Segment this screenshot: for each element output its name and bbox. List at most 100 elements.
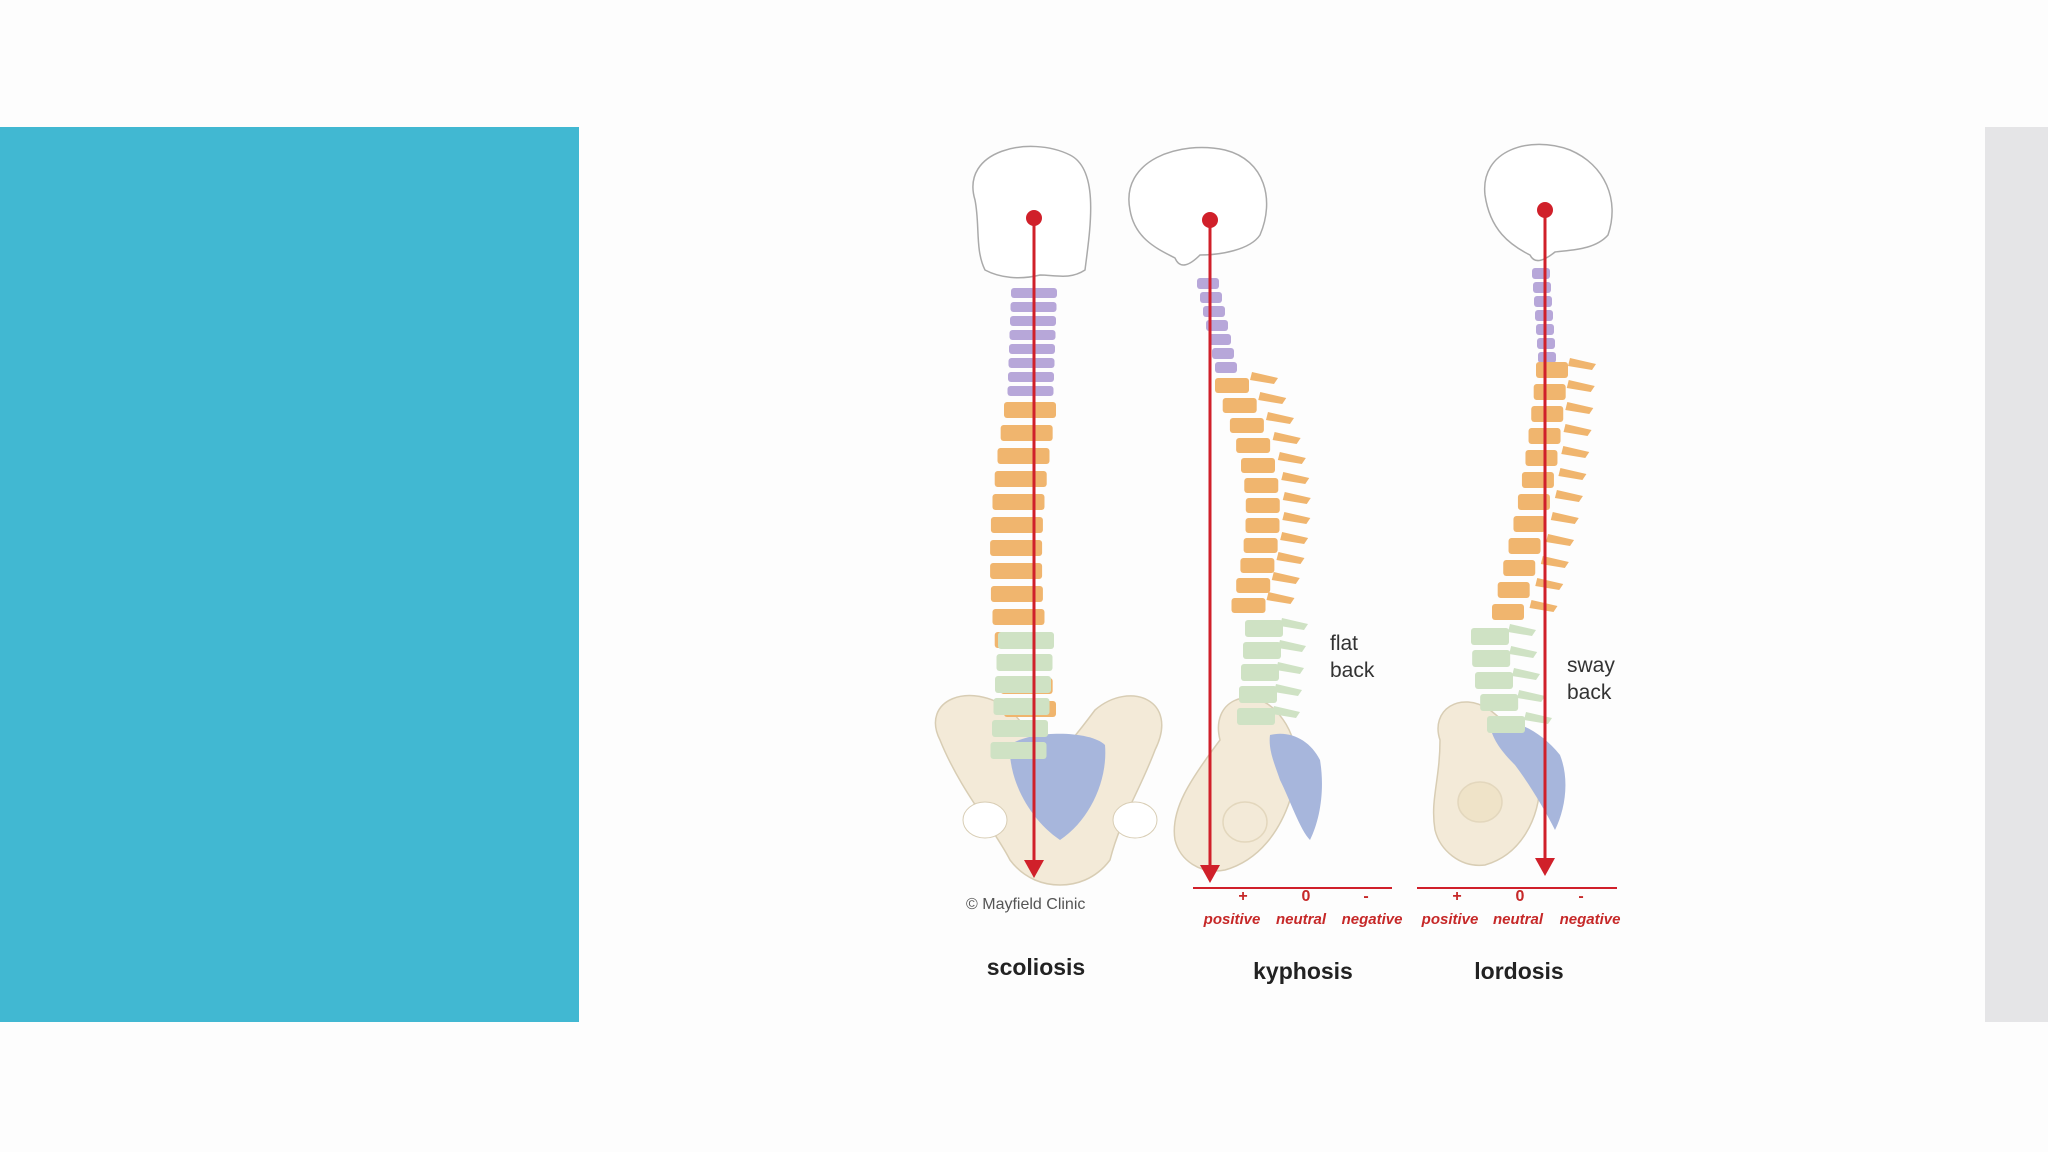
kyphosis-cervical-vertebrae (1197, 278, 1237, 373)
kyphosis-thoracic-vertebrae (1215, 372, 1311, 613)
thoracic-vertebra (1004, 402, 1056, 418)
kyphosis-gravity-origin (1202, 212, 1218, 228)
thoracic-spinous-process (1266, 412, 1294, 424)
spine-curvature-figure: © Mayfield Clinic flat back sway back + … (880, 140, 1640, 1010)
thoracic-vertebra (997, 448, 1049, 464)
thoracic-spinous-process (1535, 578, 1563, 590)
cervical-vertebra (1008, 372, 1054, 382)
thoracic-spinous-process (1567, 380, 1595, 392)
side-strip (1985, 127, 2048, 1022)
thoracic-vertebra (995, 471, 1047, 487)
thoracic-spinous-process (1565, 402, 1593, 414)
thoracic-spinous-process (1551, 512, 1579, 524)
lumbar-vertebra (1241, 664, 1279, 681)
thoracic-vertebra (1534, 384, 1566, 400)
spine-illustration (880, 140, 1640, 1010)
kyphosis-skull (1129, 148, 1267, 266)
lordosis-negative-label: negative (1560, 911, 1621, 928)
kyphosis-negative-label: negative (1342, 911, 1403, 928)
thoracic-spinous-process (1283, 492, 1311, 504)
thoracic-spinous-process (1281, 472, 1309, 484)
thoracic-vertebra (992, 609, 1044, 625)
thoracic-vertebra (1492, 604, 1524, 620)
thoracic-spinous-process (1272, 572, 1300, 584)
thoracic-vertebra (1498, 582, 1530, 598)
lordosis-gravity-arrow (1535, 858, 1555, 876)
lordosis-illustration (1417, 144, 1617, 888)
thoracic-spinous-process (1258, 392, 1286, 404)
lumbar-spinous-process (1276, 662, 1304, 674)
lordosis-negative-symbol: - (1578, 888, 1583, 906)
thoracic-vertebra (1240, 558, 1274, 573)
kyphosis-positive-label: positive (1204, 911, 1261, 928)
thoracic-vertebra (1509, 538, 1541, 554)
lordosis-positive-symbol: + (1452, 888, 1461, 906)
cervical-vertebra (1008, 386, 1054, 396)
cervical-vertebra (1009, 358, 1055, 368)
thoracic-vertebra (1522, 472, 1554, 488)
sway-back-line-2: back (1567, 679, 1615, 706)
kyphosis-illustration (1129, 148, 1392, 889)
lumbar-spinous-process (1274, 684, 1302, 696)
cervical-vertebra (1533, 282, 1551, 293)
thoracic-vertebra (1232, 598, 1266, 613)
lumbar-spinous-process (1509, 646, 1537, 658)
kyphosis-lumbar-vertebrae (1237, 618, 1308, 725)
copyright-notice: © Mayfield Clinic (966, 896, 1085, 914)
thoracic-vertebra (1536, 362, 1568, 378)
kyphosis-caption: kyphosis (1253, 958, 1353, 985)
thoracic-spinous-process (1250, 372, 1278, 384)
lordosis-neutral-label: neutral (1493, 911, 1543, 928)
lumbar-spinous-process (1280, 618, 1308, 630)
lumbar-vertebra (995, 676, 1051, 693)
kyphosis-positive-symbol: + (1238, 888, 1247, 906)
thoracic-vertebra (1215, 378, 1249, 393)
scoliosis-caption: scoliosis (987, 954, 1085, 981)
scoliosis-cervical-vertebrae (1008, 288, 1058, 396)
thoracic-spinous-process (1561, 446, 1589, 458)
lumbar-spinous-process (1278, 640, 1306, 652)
thoracic-vertebra (1531, 406, 1563, 422)
kyphosis-pelvis (1174, 698, 1296, 871)
thoracic-spinous-process (1273, 432, 1301, 444)
lumbar-vertebra (1472, 650, 1510, 667)
lumbar-vertebra (1245, 620, 1283, 637)
accent-panel (0, 127, 579, 1022)
thoracic-vertebra (1246, 498, 1280, 513)
thoracic-vertebra (1230, 418, 1264, 433)
cervical-vertebra (1538, 352, 1556, 363)
thoracic-vertebra (1525, 450, 1557, 466)
thoracic-vertebra (1236, 438, 1270, 453)
lumbar-vertebra (997, 654, 1053, 671)
lumbar-vertebra (1480, 694, 1518, 711)
flat-back-annotation: flat back (1330, 630, 1374, 684)
thoracic-spinous-process (1546, 534, 1574, 546)
flat-back-line-1: flat (1330, 630, 1374, 657)
lumbar-vertebra (991, 742, 1047, 759)
lordosis-positive-label: positive (1422, 911, 1479, 928)
kyphosis-negative-symbol: - (1363, 888, 1368, 906)
lordosis-neutral-symbol: 0 (1516, 888, 1525, 906)
lumbar-vertebra (998, 632, 1054, 649)
thoracic-spinous-process (1267, 592, 1295, 604)
thoracic-spinous-process (1278, 452, 1306, 464)
lumbar-vertebra (1237, 708, 1275, 725)
thoracic-vertebra (992, 494, 1044, 510)
kyphosis-gravity-arrow (1200, 865, 1220, 883)
thoracic-vertebra (1503, 560, 1535, 576)
cervical-vertebra (1197, 278, 1219, 289)
lordosis-gravity-origin (1537, 202, 1553, 218)
cervical-vertebra (1209, 334, 1231, 345)
lumbar-vertebra (1471, 628, 1509, 645)
thoracic-vertebra (1246, 518, 1280, 533)
lumbar-spinous-process (1517, 690, 1545, 702)
scoliosis-gravity-origin (1026, 210, 1042, 226)
thoracic-vertebra (1223, 398, 1257, 413)
lumbar-vertebra (1243, 642, 1281, 659)
thoracic-spinous-process (1558, 468, 1586, 480)
sway-back-line-1: sway (1567, 652, 1615, 679)
lumbar-spinous-process (1524, 712, 1552, 724)
thoracic-vertebra (1236, 578, 1270, 593)
kyphosis-neutral-label: neutral (1276, 911, 1326, 928)
thoracic-vertebra (1241, 458, 1275, 473)
